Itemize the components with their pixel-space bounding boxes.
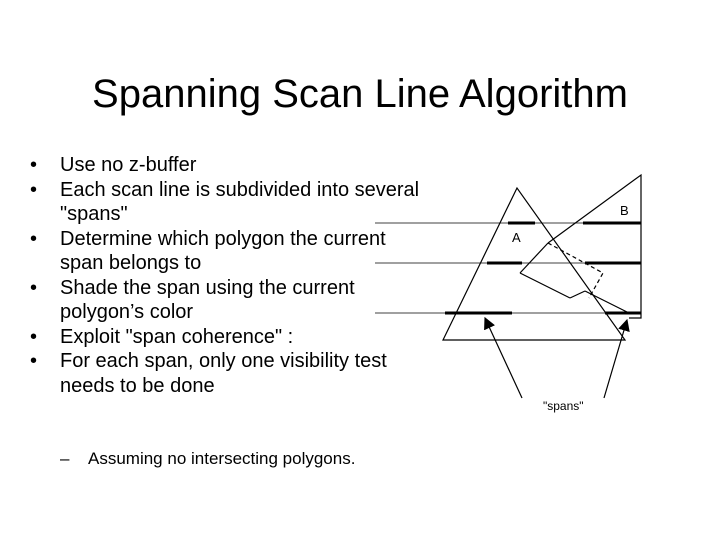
bullet-text: Shade the span using the current polygon… [60,276,355,324]
bullet-text: Exploit "span coherence" : [60,325,294,348]
polygon-b-outline [519,242,549,274]
bullet-dot: • [30,325,38,348]
bullet-item: • Each scan line is subdivided into sever… [30,178,430,227]
bullet-dot: • [30,227,38,250]
bullet-dot: • [30,154,38,176]
sub-bullet-dash: – [60,449,70,468]
polygon-b-outline [569,290,586,299]
bullet-dot: • [30,178,38,201]
sub-bullet: –Assuming no intersecting polygons. [60,448,355,470]
bullet-item: • Use no z-buffer [30,153,430,178]
bullet-list: • Use no z-buffer • Each scan line is subd… [30,153,430,398]
arrow-left [484,316,523,399]
sub-bullet-text: Assuming no intersecting polygons. [88,449,356,468]
bullet-item: • Shade the span using the current polygo… [30,276,430,325]
polygon-b-outline [547,173,642,319]
bullet-item: • Determine which polygon the current spa… [30,227,430,276]
arrow-right [603,318,630,399]
bullet-item: • Exploit "span coherence" : [30,325,430,350]
spans-diagram: A B "spans" [375,173,642,413]
bullet-text: Determine which polygon the current span… [60,227,386,275]
spans-label: "spans" [543,399,584,413]
slide-title: Spanning Scan Line Algorithm [92,72,628,116]
bullet-item: • For each span, only one visibility test… [30,349,430,398]
polygon-a-label: A [512,230,521,245]
bullet-text: Use no z-buffer [60,154,197,176]
polygon-b-outline [519,272,571,299]
polygon-b-outline [584,290,630,314]
bullet-text: For each span, only one visibility test … [60,350,387,397]
bullet-text: Each scan line is subdivided into severa… [60,178,420,226]
bullet-dot: • [30,276,38,299]
polygon-a [442,186,627,341]
bullet-dot: • [30,350,38,372]
polygon-b-label: B [620,203,629,218]
